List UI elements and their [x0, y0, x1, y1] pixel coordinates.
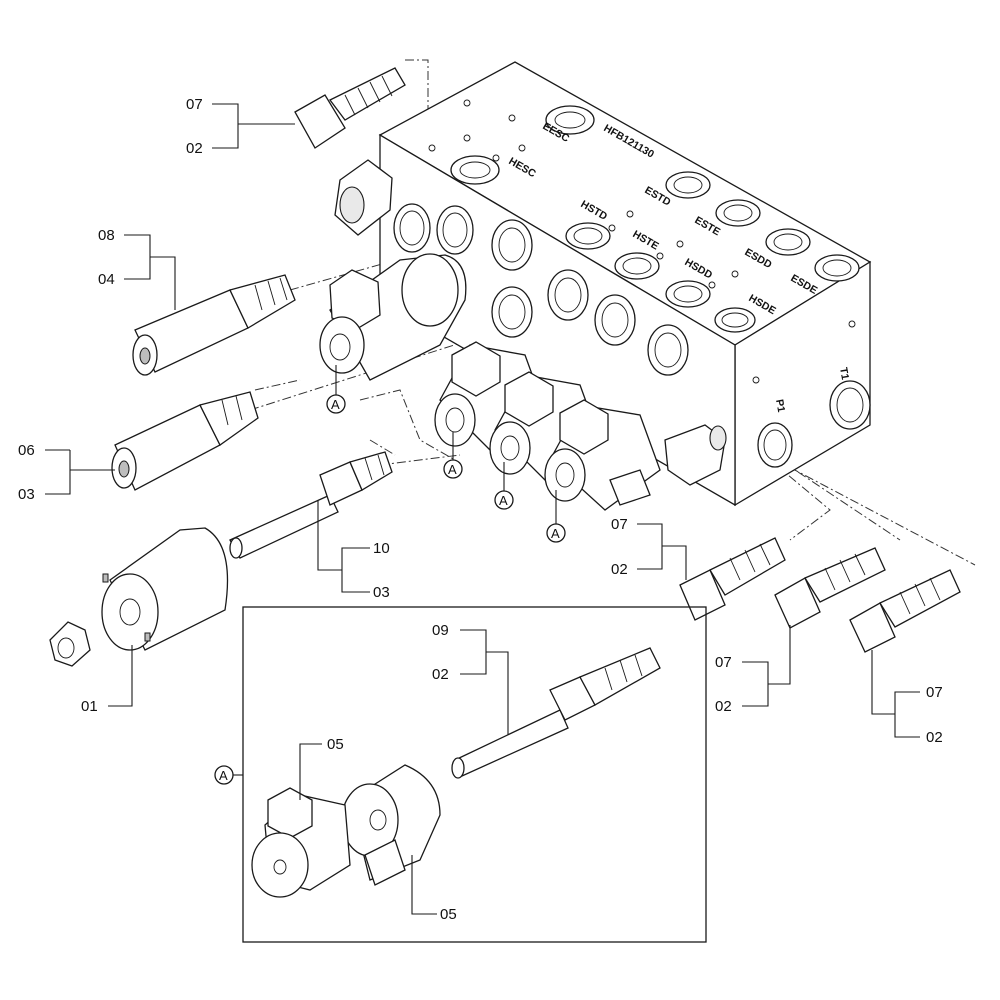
callout-07-right3: 07 [926, 684, 943, 701]
cartridge-08 [132, 274, 296, 376]
plug-right-1 [679, 537, 786, 621]
callout-10: 10 [373, 540, 390, 557]
circle-a-label: A [551, 526, 560, 541]
top-small-holes [428, 99, 739, 289]
callout-02-right2: 02 [715, 698, 732, 715]
port-stamp-p1: P1 [773, 398, 787, 413]
callout-07-right2: 07 [715, 654, 732, 671]
callout-02-detail: 02 [432, 666, 449, 683]
valve-block: HFB121130 EESC HESC ESTD ESTE HSTD HSTE … [378, 61, 872, 507]
callout-04: 04 [98, 271, 115, 288]
callout-07-right1: 07 [611, 516, 628, 533]
spool-10 [229, 451, 393, 559]
callout-05-connector: 05 [327, 736, 344, 753]
callout-labels: 07 02 08 04 06 03 10 03 01 07 02 07 02 0… [18, 96, 943, 923]
callout-09: 09 [432, 622, 449, 639]
port-stamp-t1: T1 [837, 366, 851, 380]
plug-right-3 [849, 569, 961, 653]
circle-a-markers: A A A A A [214, 365, 566, 785]
plug-top [294, 67, 406, 149]
front-cavities [393, 203, 689, 376]
callout-06: 06 [18, 442, 35, 459]
coil-01 [49, 527, 229, 667]
callout-leaders [45, 103, 920, 915]
detail-a-box [242, 606, 707, 943]
callout-05-coil: 05 [440, 906, 457, 923]
callout-03-spool: 03 [373, 584, 390, 601]
callout-08: 08 [98, 227, 115, 244]
callout-02-right3: 02 [926, 729, 943, 746]
circle-a-label: A [219, 768, 228, 783]
callout-02-right1: 02 [611, 561, 628, 578]
circle-a-label: A [331, 397, 340, 412]
circle-a-label: A [499, 493, 508, 508]
callout-02-top: 02 [186, 140, 203, 157]
mounted-solenoids [319, 159, 727, 511]
callout-07-top: 07 [186, 96, 203, 113]
top-ports [450, 105, 860, 333]
circle-a-label: A [448, 462, 457, 477]
cartridge-06 [111, 391, 259, 491]
plug-right-2 [774, 547, 886, 629]
callout-01: 01 [81, 698, 98, 715]
callout-03-left: 03 [18, 486, 35, 503]
